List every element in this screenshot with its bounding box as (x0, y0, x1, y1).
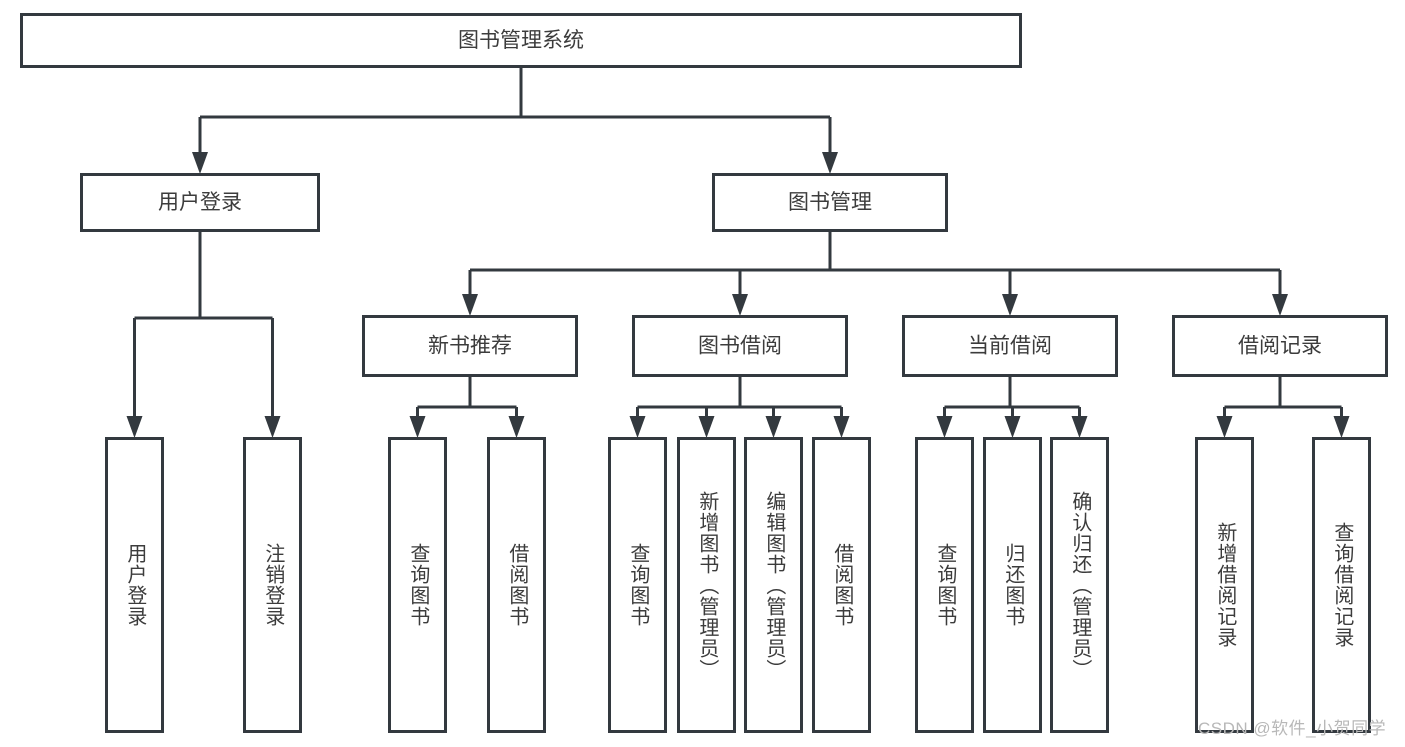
arrow-head-icon-leaf-user-logout (264, 416, 281, 438)
arrow-head-icon-leaf-confirm-return-admin (1071, 416, 1088, 438)
node-box-leaf-query-borrow-record[interactable] (1312, 437, 1371, 733)
arrow-head-icon-leaf-query-book-rec (409, 416, 426, 438)
node-box-leaf-query-book-rec[interactable] (388, 437, 447, 733)
node-box-leaf-borrow-book-rec[interactable] (487, 437, 546, 733)
arrow-head-icon-leaf-borrow-book-rec (508, 416, 525, 438)
arrow-head-icon-user-login (192, 152, 208, 174)
arrow-head-icon-leaf-user-login (126, 416, 143, 438)
csdn-watermark: CSDN @软件_小贺同学 (1198, 719, 1387, 738)
arrow-head-icon-leaf-borrow-book (833, 416, 850, 438)
arrow-head-icon-borrow-record (1272, 294, 1288, 316)
node-box-new-book-recommend[interactable] (362, 315, 578, 377)
node-box-leaf-user-logout[interactable] (243, 437, 302, 733)
node-box-root[interactable] (20, 13, 1022, 68)
node-label-new-book-recommend: 新书推荐 (428, 335, 512, 358)
node-box-book-manage[interactable] (712, 173, 948, 232)
node-box-leaf-query-book-cur[interactable] (915, 437, 974, 733)
node-box-leaf-return-book[interactable] (983, 437, 1042, 733)
arrow-head-icon-leaf-add-borrow-record (1216, 416, 1233, 438)
arrow-head-icon-leaf-query-book-cur (936, 416, 953, 438)
arrow-head-icon-leaf-query-borrow-record (1333, 416, 1350, 438)
arrow-head-icon-leaf-return-book (1004, 416, 1021, 438)
node-label-borrow-record: 借阅记录 (1238, 335, 1322, 358)
node-box-current-borrow[interactable] (902, 315, 1118, 377)
arrow-head-icon-leaf-query-book-borrow (629, 416, 646, 438)
arrow-head-icon-current-borrow (1002, 294, 1018, 316)
connector-lines (126, 68, 1350, 438)
arrow-head-icon-book-manage (822, 152, 838, 174)
node-label-book-manage: 图书管理 (788, 191, 872, 214)
node-box-leaf-confirm-return-admin[interactable] (1050, 437, 1109, 733)
node-box-leaf-add-borrow-record[interactable] (1195, 437, 1254, 733)
node-box-leaf-borrow-book[interactable] (812, 437, 871, 733)
node-label-user-login: 用户登录 (158, 191, 242, 214)
arrow-head-icon-leaf-add-book-admin (698, 416, 715, 438)
node-box-user-login[interactable] (80, 173, 320, 232)
node-box-leaf-edit-book-admin[interactable] (744, 437, 803, 733)
node-box-borrow-record[interactable] (1172, 315, 1388, 377)
node-label-root: 图书管理系统 (458, 29, 584, 52)
node-label-current-borrow: 当前借阅 (968, 335, 1052, 358)
node-box-leaf-query-book-borrow[interactable] (608, 437, 667, 733)
node-box-leaf-add-book-admin[interactable] (677, 437, 736, 733)
node-box-book-borrow[interactable] (632, 315, 848, 377)
arrow-head-icon-new-book-recommend (462, 294, 478, 316)
node-box-leaf-user-login[interactable] (105, 437, 164, 733)
node-label-book-borrow: 图书借阅 (698, 335, 782, 358)
arrow-head-icon-book-borrow (732, 294, 748, 316)
arrow-head-icon-leaf-edit-book-admin (765, 416, 782, 438)
